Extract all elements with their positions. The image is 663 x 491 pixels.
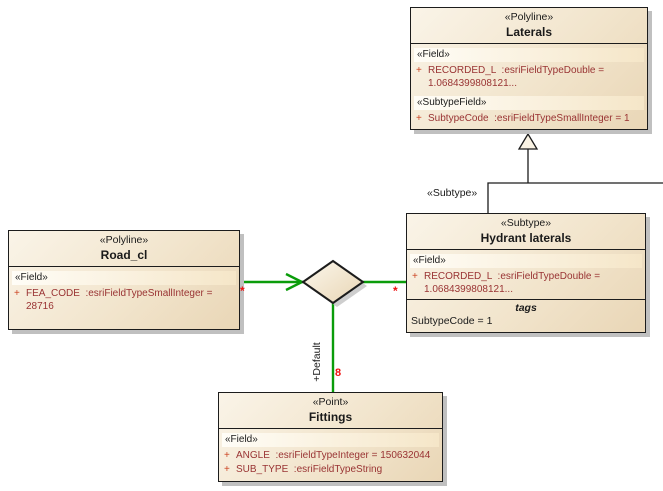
attribute-row[interactable]: + FEA_CODE :esriFieldTypeSmallInteger = … [11,287,237,313]
field-band: «Field» [410,254,642,268]
attribute-text: SUB_TYPE :esriFieldTypeString [236,463,383,475]
class-fittings[interactable]: «Point» Fittings «Field» + ANGLE :esriFi… [218,392,443,482]
class-name: Road_cl [100,248,148,262]
generalization-triangle-icon[interactable] [517,132,539,150]
class-name: Laterals [505,25,553,39]
class-stereotype: «Subtype» [500,217,552,229]
attribute-text: FEA_CODE :esriFieldTypeSmallInteger = 28… [26,288,216,312]
field-band: «Field» [12,271,236,285]
class-laterals[interactable]: «Polyline» Laterals «Field» + RECORDED_L… [410,7,648,130]
branch-role-label: +Default [311,342,323,382]
attribute-row[interactable]: + RECORDED_L :esriFieldTypeDouble = 1.06… [413,64,645,90]
tags-value: SubtypeCode = 1 [411,315,493,327]
class-body: «Field» + RECORDED_L :esriFieldTypeDoubl… [407,250,645,299]
generalization-connector-line[interactable] [487,149,663,213]
class-name: Hydrant laterals [480,231,572,245]
class-stereotype: «Polyline» [504,11,554,23]
attribute-text: ANGLE :esriFieldTypeInteger = 150632044 [236,450,431,461]
class-title: «Polyline» Laterals [411,8,647,44]
class-road-cl[interactable]: «Polyline» Road_cl «Field» + FEA_CODE :e… [8,230,240,330]
visibility-plus: + [416,65,422,76]
visibility-plus: + [416,113,422,124]
source-multiplicity-label: * [240,284,245,298]
visibility-plus: + [224,450,230,461]
attribute-row[interactable]: + SUB_TYPE :esriFieldTypeString [221,463,440,477]
field-band: «Field» [222,433,439,447]
class-title: «Polyline» Road_cl [9,231,239,267]
field-band: «Field» [414,48,644,62]
target-multiplicity-label: * [393,284,398,298]
class-title: «Point» Fittings [219,393,442,429]
class-title: «Subtype» Hydrant laterals [407,214,645,250]
tags-header: tags [515,302,537,314]
visibility-plus: + [14,288,20,299]
attribute-text: RECORDED_L :esriFieldTypeDouble = 1.0684… [428,65,607,89]
attribute-text: RECORDED_L :esriFieldTypeDouble = 1.0684… [424,271,603,295]
class-stereotype: «Polyline» [99,234,149,246]
attribute-row[interactable]: + SubtypeCode :esriFieldTypeSmallInteger… [413,112,645,126]
attribute-row[interactable]: + RECORDED_L :esriFieldTypeDouble = 1.06… [409,270,643,296]
class-body: «Field» + FEA_CODE :esriFieldTypeSmallIn… [9,267,239,329]
attribute-text: SubtypeCode :esriFieldTypeSmallInteger =… [428,113,630,124]
class-body: «Field» + RECORDED_L :esriFieldTypeDoubl… [411,44,647,129]
aggregation-diamond-icon[interactable] [301,259,365,305]
visibility-plus: + [412,271,418,282]
visibility-plus: + [224,463,230,475]
class-body: «Field» + ANGLE :esriFieldTypeInteger = … [219,429,442,481]
class-name: Fittings [308,410,353,424]
tags-compartment: tags SubtypeCode = 1 [407,299,645,332]
subtypefield-band: «SubtypeField» [414,96,644,110]
class-hydrant-laterals[interactable]: «Subtype» Hydrant laterals «Field» + REC… [406,213,646,333]
generalization-stereotype-label: «Subtype» [427,187,478,199]
attribute-row[interactable]: + ANGLE :esriFieldTypeInteger = 15063204… [221,449,440,463]
branch-multiplicity-label: 8 [335,367,342,379]
class-stereotype: «Point» [312,396,349,408]
